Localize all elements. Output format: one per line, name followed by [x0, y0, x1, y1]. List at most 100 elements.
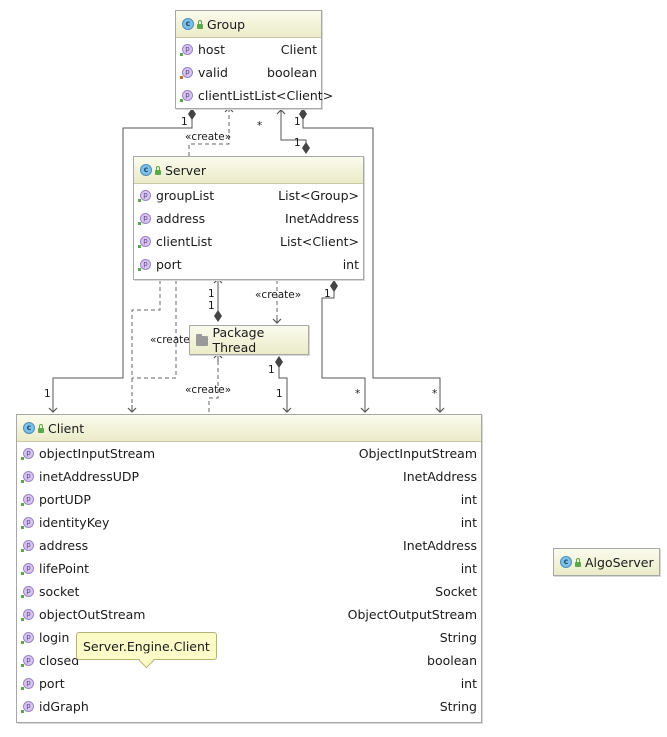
field-name: clientList: [156, 234, 213, 249]
create-label-thread-client: «create»: [185, 384, 232, 396]
class-c-icon: c: [560, 556, 572, 568]
property-p-icon: p: [138, 213, 151, 225]
field-type: int: [460, 515, 477, 530]
class-node-client[interactable]: c Client p objectInputStream ObjectInputSt…: [16, 414, 482, 723]
field-row[interactable]: p address InetAddress: [17, 534, 481, 557]
property-p-icon: p: [180, 44, 193, 56]
field-name: address: [39, 538, 89, 553]
field-name: groupList: [156, 188, 215, 203]
field-type: List<Group>: [278, 188, 359, 203]
lock-icon: [575, 557, 581, 567]
property-p-icon: p: [21, 517, 34, 529]
property-p-icon: p: [21, 540, 34, 552]
field-name: port: [39, 676, 65, 691]
property-p-icon: p: [21, 678, 34, 690]
mult-label: *: [257, 120, 263, 132]
field-name: identityKey: [39, 515, 110, 530]
field-name: socket: [39, 584, 80, 599]
create-label-group-server: «create»: [185, 131, 232, 143]
field-type: InetAddress: [285, 211, 359, 226]
edge-group-host-client: [48, 108, 196, 413]
class-c-icon: c: [140, 164, 152, 176]
mult-label: 1: [208, 288, 215, 300]
field-type: InetAddress: [403, 538, 477, 553]
class-header[interactable]: c Server: [134, 157, 363, 184]
field-type: Client: [280, 42, 317, 57]
field-row[interactable]: p groupList List<Group>: [134, 184, 363, 207]
class-header[interactable]: c Group: [176, 11, 321, 38]
field-type: boolean: [267, 65, 317, 80]
field-type: List<Client>: [254, 88, 334, 103]
field-type: int: [460, 676, 477, 691]
property-p-icon: p: [21, 563, 34, 575]
edge-server-create-client: [127, 280, 161, 413]
lock-icon: [38, 423, 44, 433]
class-node-package-thread[interactable]: Package Thread: [189, 325, 309, 355]
class-header[interactable]: c AlgoServer: [554, 549, 659, 575]
field-type: int: [342, 257, 359, 272]
mult-label: 1: [208, 300, 215, 312]
property-p-icon: p: [21, 632, 34, 644]
mult-label: 1: [181, 116, 188, 128]
edge-group-clientlist-client: [299, 108, 445, 413]
field-row[interactable]: p address InetAddress: [134, 207, 363, 230]
lock-icon: [155, 165, 161, 175]
field-row[interactable]: p lifePoint int: [17, 557, 481, 580]
mult-label: 1: [268, 364, 275, 376]
field-name: host: [198, 42, 225, 57]
field-name: lifePoint: [39, 561, 90, 576]
field-type: int: [460, 561, 477, 576]
class-header[interactable]: c Client: [17, 415, 481, 442]
class-title: Group: [207, 16, 246, 32]
property-p-icon: p: [138, 190, 151, 202]
edge-server-grouplist-group: [276, 109, 310, 154]
lock-icon: [197, 19, 203, 29]
class-node-algoserver[interactable]: c AlgoServer: [553, 548, 660, 576]
property-p-icon: p: [21, 494, 34, 506]
field-name: objectInputStream: [39, 446, 156, 461]
field-type: boolean: [427, 653, 477, 668]
property-p-icon: p: [21, 586, 34, 598]
field-type: Socket: [435, 584, 477, 599]
class-title: AlgoServer: [585, 554, 654, 570]
mult-label: *: [432, 388, 438, 400]
edge-server-clientlist-client: [321, 280, 370, 413]
field-name: address: [156, 211, 206, 226]
class-node-server[interactable]: c Server p groupList List<Group> p address In…: [133, 156, 364, 280]
class-c-icon: c: [182, 18, 194, 30]
field-row[interactable]: p identityKey int: [17, 511, 481, 534]
mult-label: 1: [276, 388, 283, 400]
field-name: port: [156, 257, 182, 272]
field-name: closed: [39, 653, 80, 668]
field-type: InetAddress: [403, 469, 477, 484]
property-p-icon: p: [21, 655, 34, 667]
edge-thread-client: [275, 356, 292, 413]
field-list: p groupList List<Group> p address InetAddress…: [134, 184, 363, 276]
edge-server-thread: [213, 278, 223, 322]
class-title: Server: [165, 162, 206, 178]
field-name: objectOutStream: [39, 607, 146, 622]
mult-label: 1: [294, 116, 301, 128]
class-title: Client: [48, 420, 85, 436]
field-name: portUDP: [39, 492, 91, 507]
class-header[interactable]: Package Thread: [190, 325, 308, 355]
property-p-icon: p: [21, 609, 34, 621]
field-type: ObjectInputStream: [358, 446, 477, 461]
mult-label: 1: [44, 388, 51, 400]
